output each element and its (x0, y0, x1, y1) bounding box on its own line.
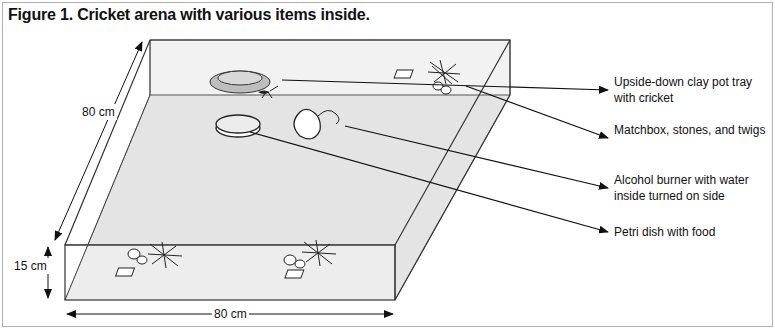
dimension-label: 80 cm (212, 306, 249, 322)
dimension-label: 80 cm (80, 104, 117, 120)
callout-label: Upside-down clay pot tray with cricket (614, 74, 772, 106)
callout-label: Matchbox, stones, and twigs (614, 122, 772, 138)
dimension-label: 15 cm (12, 258, 49, 274)
callout-label: Petri dish with food (614, 224, 772, 240)
figure-title: Figure 1. Cricket arena with various ite… (8, 6, 370, 24)
callout-label: Alcohol burner with water inside turned … (614, 172, 772, 204)
